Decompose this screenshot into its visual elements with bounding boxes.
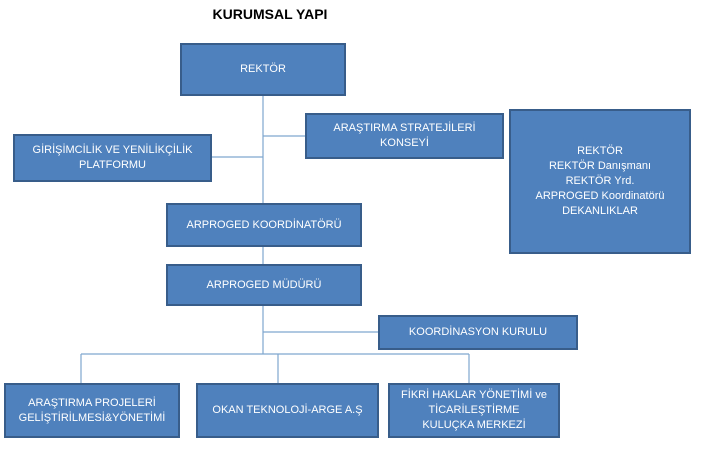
node-fikri: FİKRİ HAKLAR YÖNETİMİ ve TİCARİLEŞTİRME …: [388, 383, 560, 438]
node-koordinasyon: KOORDİNASYON KURULU: [378, 315, 578, 350]
node-mudur-line: ARPROGED MÜDÜRÜ: [206, 278, 322, 291]
node-proje: ARAŞTIRMA PROJELERİ GELİŞTİRİLMESİ&YÖNET…: [4, 383, 180, 438]
node-koordinator-line: ARPROGED KOORDİNATÖRÜ: [186, 218, 342, 231]
node-koordinator: ARPROGED KOORDİNATÖRÜ: [166, 203, 362, 247]
node-okan: OKAN TEKNOLOJİ-ARGE A.Ş: [196, 383, 379, 438]
legend-line: REKTÖR Yrd.: [565, 175, 635, 187]
node-rektor: REKTÖR: [180, 43, 346, 96]
node-rektor-line: REKTÖR: [240, 63, 286, 75]
node-proje-line: ARAŞTIRMA PROJELERİ: [28, 396, 156, 409]
chart-title: KURUMSAL YAPI: [212, 6, 328, 22]
node-okan-line: OKAN TEKNOLOJİ-ARGE A.Ş: [212, 404, 363, 416]
legend-line: ARPROGED Koordinatörü: [535, 190, 665, 202]
node-girisimcilik: GİRİŞİMCİLİK VE YENİLİKÇİLİK PLATFORMU: [13, 134, 212, 182]
node-arastirma-stratejileri: ARAŞTIRMA STRATEJİLERİ KONSEYİ: [305, 113, 504, 159]
node-fikri-line: TİCARİLEŞTİRME: [428, 404, 520, 416]
legend-box: REKTÖR REKTÖR Danışmanı REKTÖR Yrd. ARPR…: [509, 109, 691, 254]
legend-line: REKTÖR: [577, 145, 623, 157]
legend-line: REKTÖR Danışmanı: [548, 160, 652, 172]
node-mudur: ARPROGED MÜDÜRÜ: [166, 264, 362, 306]
node-girisimcilik-line: GİRİŞİMCİLİK VE YENİLİKÇİLİK: [32, 144, 193, 156]
legend-line: DEKANLIKLAR: [562, 205, 638, 217]
node-arastirma-line: KONSEYİ: [380, 137, 429, 149]
node-arastirma-line: ARAŞTIRMA STRATEJİLERİ: [333, 122, 476, 134]
node-fikri-line: FİKRİ HAKLAR YÖNETİMİ ve: [401, 389, 547, 401]
node-proje-line: GELİŞTİRİLMESİ&YÖNETİMİ: [18, 411, 166, 424]
node-koordinasyon-line: KOORDİNASYON KURULU: [408, 326, 548, 338]
node-fikri-line: KULUÇKA MERKEZİ: [422, 419, 526, 431]
node-girisimcilik-line: PLATFORMU: [78, 159, 147, 171]
